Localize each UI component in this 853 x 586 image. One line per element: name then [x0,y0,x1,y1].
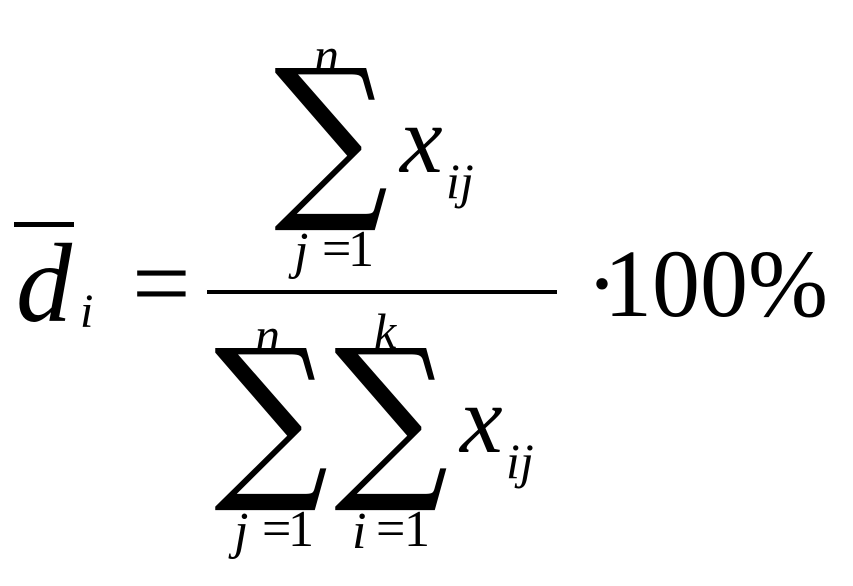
denominator-term-variable: x [460,366,503,473]
fraction-bar [207,290,557,294]
denominator-sum2-upper-limit: k [374,303,397,359]
numerator-sigma: ∑ [274,31,389,238]
numerator-lower-index: j [294,223,309,280]
numerator-term-variable: x [400,86,443,193]
numerator-lower-equals: = [322,221,352,278]
percent-factor: 100% [604,230,828,337]
multiply-dot: · [586,230,618,337]
denominator-sum1-lower-equals: = [262,501,292,558]
numerator-lower-value: 1 [348,221,374,278]
denominator-sum1-lower-index: j [234,503,249,560]
lhs-variable: d [16,222,72,346]
denominator-sum1-sigma: ∑ [214,311,329,518]
equals-sign: = [132,226,191,341]
denominator-sum1-lower-value: 1 [288,501,314,558]
denominator-sum2-lower-equals: = [376,501,406,558]
numerator-term-subscript: ij [446,153,474,209]
denominator-term-subscript: ij [506,433,534,489]
overline-bar [14,222,74,227]
denominator-sum1-upper-limit: n [255,307,280,363]
denominator-sum2-lower-index: i [352,503,367,560]
denominator-sum2-lower-value: 1 [404,501,430,558]
lhs-subscript: i [80,285,94,338]
denominator-sum2-sigma: ∑ [334,311,449,518]
numerator-upper-limit: n [314,27,339,83]
